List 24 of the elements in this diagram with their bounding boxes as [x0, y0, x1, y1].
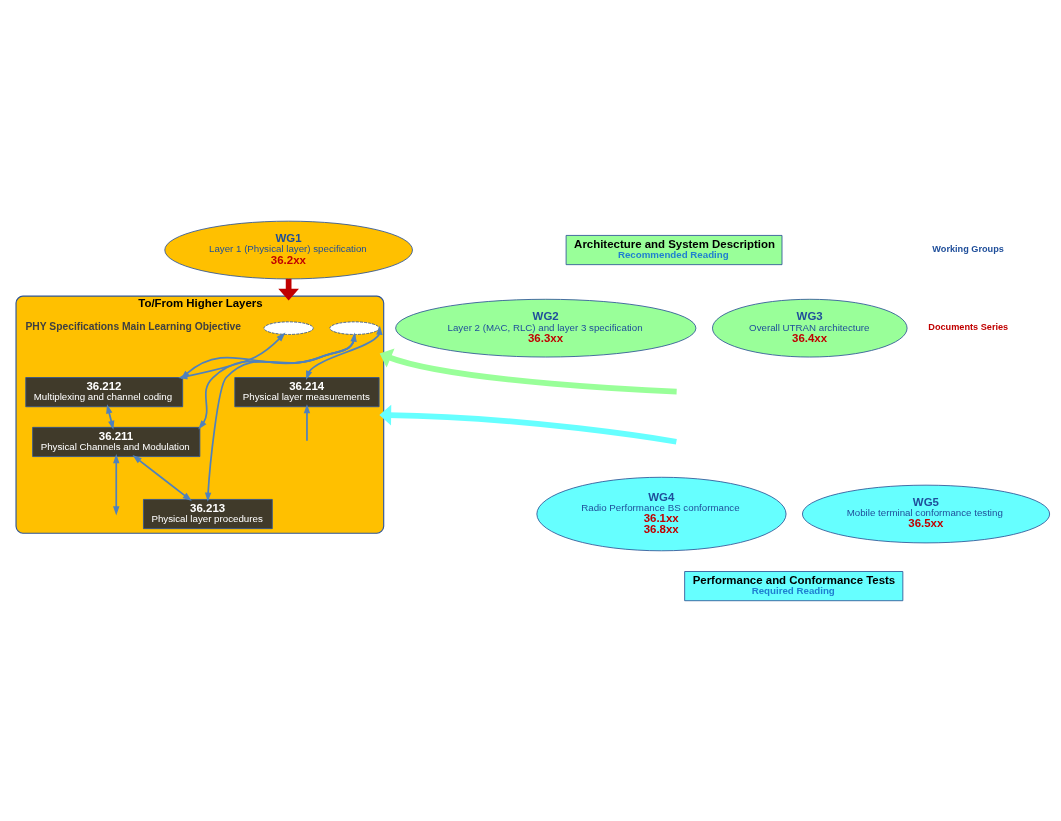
node-ellipse: WG3 Overall UTRAN architecture 36.4xx	[712, 298, 908, 357]
node-box: 36.211 Physical Channels and Modulation	[32, 426, 201, 457]
node-ellipse: WG5 Mobile terminal conformance testing 36.5xx	[802, 484, 1051, 543]
node-box: Performance and Conformance Tests Required Reading	[684, 570, 904, 601]
arrow	[306, 325, 383, 380]
node-ellipse: WG1 Layer 1 (Physical layer) specification 36.2xx	[164, 220, 413, 279]
node-ellipse: WG2 Layer 2 (MAC, RLC) and layer 3 specification 36.3xx	[395, 298, 697, 357]
node-ellipse	[329, 320, 380, 335]
node-box: 36.214 Physical layer measurements	[234, 376, 380, 407]
node-ellipse	[263, 320, 314, 335]
node-ellipse: WG4 Radio Performance BS conformance 36.1xx 36.8xx	[536, 476, 787, 551]
label: Working Groups	[932, 243, 1004, 254]
arrow	[303, 403, 311, 442]
arrow	[113, 453, 120, 515]
arrow	[379, 404, 677, 445]
arrow	[379, 348, 677, 394]
node-box: 36.212 Multiplexing and channel coding	[25, 376, 184, 407]
arrow	[204, 331, 357, 502]
node-label: PHY Specifications Main Learning Objective	[25, 320, 242, 332]
node-box: Architecture and System Description Recommended Reading	[565, 234, 783, 265]
arrow	[198, 333, 356, 429]
arrow	[132, 454, 192, 501]
label: Documents Series	[928, 321, 1009, 332]
node-box: 36.213 Physical layer procedures	[143, 498, 273, 529]
